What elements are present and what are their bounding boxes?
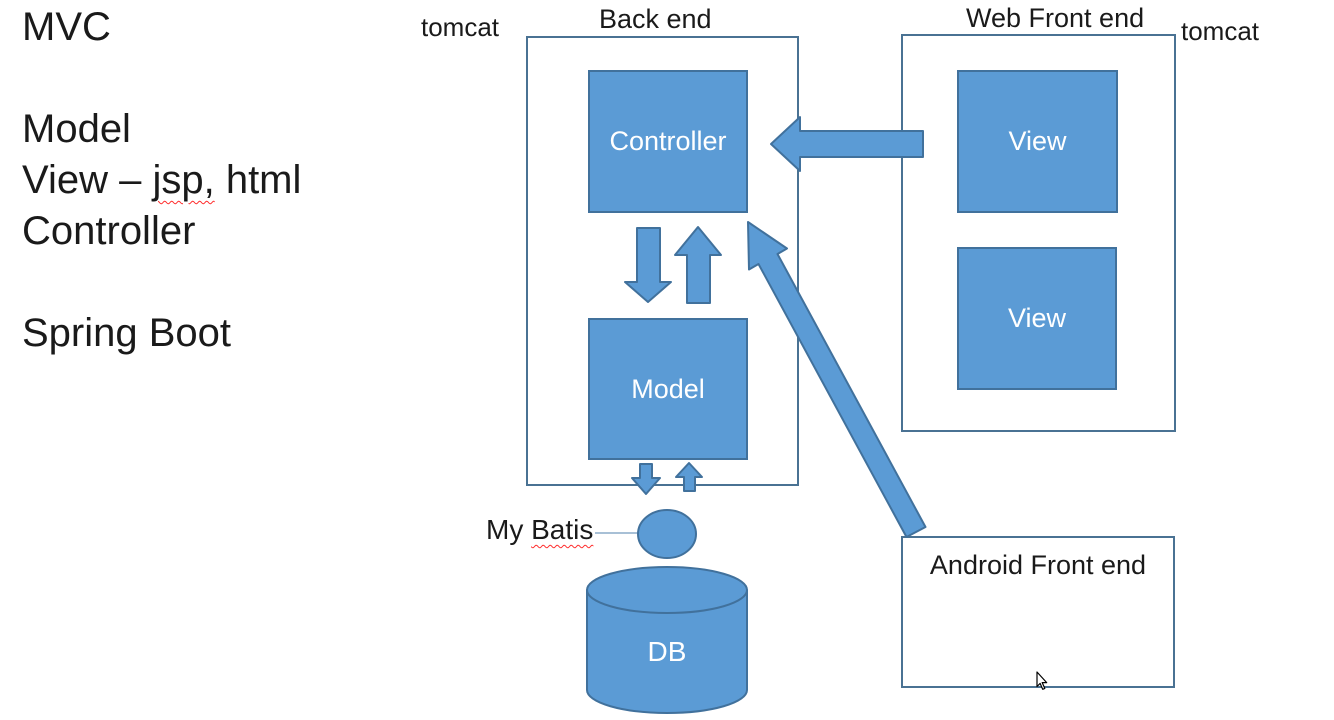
model-shape-label: Model [631, 373, 705, 404]
view-top-shape-label: View [1008, 126, 1067, 156]
backend-title: Back end [599, 4, 712, 34]
view-bottom-shape: View [957, 247, 1117, 390]
web-frontend-tomcat-label: tomcat [1181, 16, 1260, 46]
note-blank-line [22, 53, 301, 104]
note-blank-line [22, 257, 301, 308]
note-line-spring-boot: Spring Boot [22, 311, 232, 355]
side-notes: MVC Model View – jsp, html Controller Sp… [22, 2, 301, 359]
view-top-shape: View [957, 70, 1118, 213]
db-cylinder-top [586, 566, 748, 614]
controller-shape-label: Controller [609, 126, 727, 156]
web-frontend-title: Web Front end [966, 3, 1145, 33]
note-line-model: Model [22, 107, 131, 151]
db-label: DB [647, 636, 687, 667]
controller-shape: Controller [588, 70, 748, 213]
note-view-post: html [214, 158, 302, 202]
note-line-mvc: MVC [22, 5, 111, 49]
mybatis-label-misspelled: Batis [531, 514, 594, 545]
note-view-jsp-misspelled: jsp, [152, 158, 215, 202]
note-line-view: View – jsp, html [22, 155, 301, 206]
model-shape: Model [588, 318, 748, 460]
android-frontend-title: Android Front end [929, 550, 1147, 580]
mybatis-ellipse [637, 509, 697, 559]
view-bottom-shape-label: View [1007, 303, 1067, 333]
mybatis-label-pre: My [486, 514, 532, 545]
note-view-pre: View – [22, 158, 153, 202]
mybatis-label: My Batis [486, 514, 593, 546]
backend-tomcat-label: tomcat [421, 12, 500, 42]
note-line-controller: Controller [22, 209, 196, 253]
